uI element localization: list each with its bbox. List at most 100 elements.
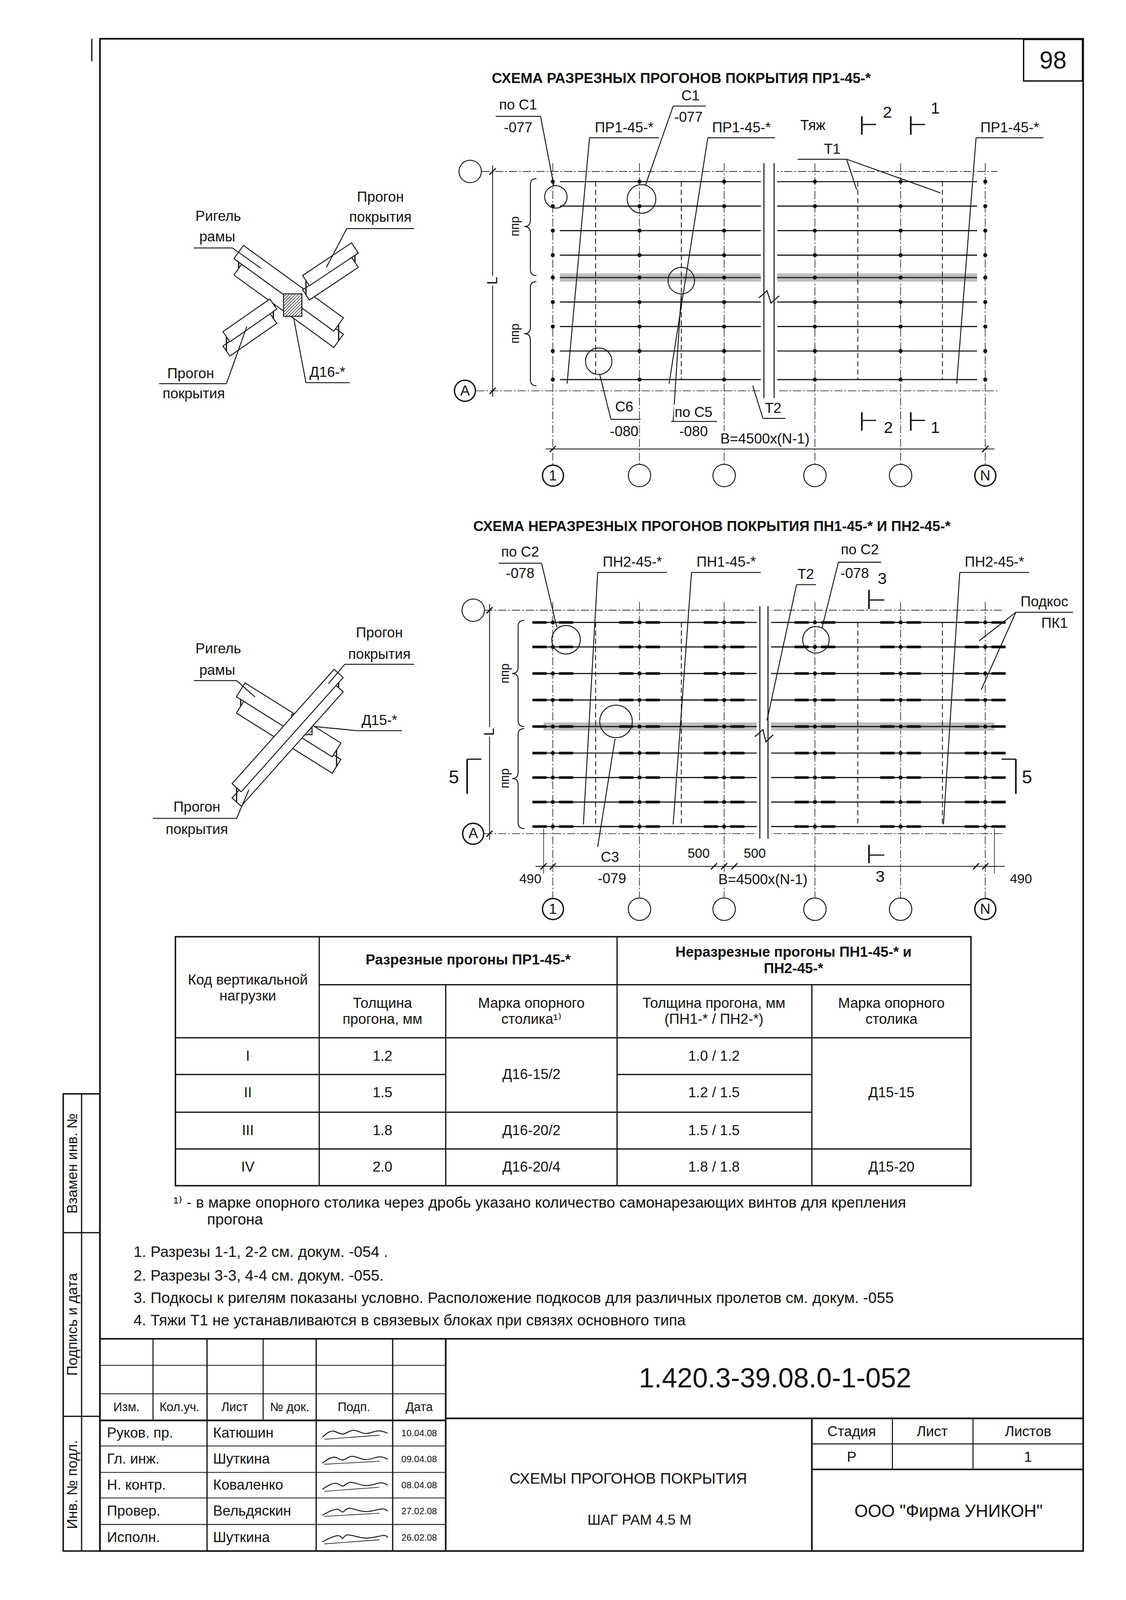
lap-segment <box>532 620 547 624</box>
leader-line <box>152 817 237 819</box>
title-block-line <box>811 1442 1084 1444</box>
purlin-joint <box>722 377 727 382</box>
callout-label: В=4500х(N-1) <box>719 430 811 447</box>
purlin-joint <box>813 671 817 675</box>
axis-bubble: 1 <box>541 464 565 487</box>
callout-label: В=4500х(N-1) <box>717 871 809 888</box>
table-border <box>175 936 971 1186</box>
leader-line <box>975 137 1044 139</box>
axis-bubble: А <box>461 822 485 845</box>
purlin-joint <box>983 671 987 675</box>
break-line <box>763 163 765 398</box>
leader-line <box>597 571 668 573</box>
callout-label: покрытия <box>347 645 412 662</box>
lap-segment <box>906 620 921 624</box>
leader-line <box>956 137 976 384</box>
table-cell: Толщина прогона, мм (ПН1-* / ПН2-*) <box>626 994 802 1027</box>
purlin-joint <box>898 204 903 208</box>
lap-segment <box>619 645 634 649</box>
purlin-joint <box>983 824 987 829</box>
span-brace <box>524 281 537 386</box>
purlin-joint <box>983 377 987 382</box>
dimension-tick <box>489 387 496 394</box>
callout-label: Тяж <box>799 117 827 134</box>
break-gap <box>760 160 778 400</box>
purlin-joint <box>550 275 555 280</box>
purlin-joint <box>898 275 903 280</box>
lap-segment <box>991 645 1006 649</box>
tie-rod <box>942 622 944 826</box>
title-block-line <box>99 1337 1084 1340</box>
section-mark <box>861 419 877 421</box>
signature <box>324 1539 380 1544</box>
lap-segment <box>532 800 547 804</box>
section-mark <box>861 116 863 135</box>
lap-segment <box>820 645 836 649</box>
axis-line <box>985 163 986 465</box>
purlin-joint <box>637 644 642 649</box>
lap-segment <box>906 800 921 804</box>
title-block-text: Провер. <box>106 1502 162 1519</box>
purlin-joint <box>983 179 987 184</box>
leader-line <box>541 563 558 628</box>
axis-name: 1 <box>548 901 557 916</box>
table-cell: 1.2 / 1.5 <box>687 1084 741 1101</box>
callout-label: 5 <box>447 767 460 788</box>
dimension-line <box>545 448 995 450</box>
purlin-joint <box>813 179 817 184</box>
purlin-joint <box>722 348 727 353</box>
lap-segment <box>820 751 836 755</box>
lap-segment <box>794 671 809 675</box>
axis-name: N <box>980 901 991 916</box>
axis-bubble <box>889 897 912 920</box>
stamp-divider <box>81 1093 83 1551</box>
signature <box>324 1434 380 1439</box>
title-block-text: Р <box>845 1448 858 1465</box>
title-block-text: Н. контр. <box>106 1476 167 1493</box>
lap-segment <box>532 751 547 755</box>
leader-line <box>707 137 776 139</box>
lap-segment <box>532 698 547 701</box>
lap-segment <box>794 825 809 828</box>
dimension-tick <box>721 862 727 869</box>
callout-label: С6 <box>614 399 635 416</box>
leader-line <box>498 562 542 564</box>
lap-segment <box>559 698 574 701</box>
leader-line <box>344 663 415 665</box>
leader-line <box>980 612 1016 690</box>
lap-segment <box>559 671 574 675</box>
dimension-line <box>535 865 1005 867</box>
lap-segment <box>794 698 809 701</box>
purlin-joint <box>722 204 727 208</box>
lap-segment <box>559 775 574 779</box>
lap-segment <box>559 825 574 828</box>
title-block-text: Дата <box>404 1399 434 1414</box>
lap-segment <box>965 751 980 755</box>
axis-bubble <box>803 897 826 920</box>
callout-label: Д15-* <box>360 711 399 728</box>
lap-segment <box>794 800 809 804</box>
purlin-beam <box>225 336 228 351</box>
callout-label: 2 <box>882 418 894 437</box>
lap-segment <box>965 698 980 701</box>
leader-line <box>762 417 786 419</box>
purlin-joint <box>637 324 642 329</box>
callout-label: 500 <box>686 845 711 861</box>
table-cell: 1.8 <box>371 1121 394 1138</box>
title-block-line <box>262 1338 264 1420</box>
callout-label: рамы <box>198 228 237 245</box>
table-line <box>175 1073 447 1075</box>
purlin-joint <box>813 824 817 829</box>
rafter-beam <box>337 324 340 341</box>
lap-segment <box>559 645 574 649</box>
lap-segment <box>532 645 547 649</box>
stamp-label: Подпись и дата <box>64 1271 81 1376</box>
lap-segment <box>703 698 718 701</box>
purlin-joint <box>637 253 642 257</box>
title-block-text: Исполн. <box>106 1529 161 1546</box>
leader-line <box>611 418 641 420</box>
axis-bubble <box>458 160 482 183</box>
purlin-joint <box>813 324 817 329</box>
purlin-joint <box>813 751 817 755</box>
callout-label: 500 <box>742 845 768 861</box>
